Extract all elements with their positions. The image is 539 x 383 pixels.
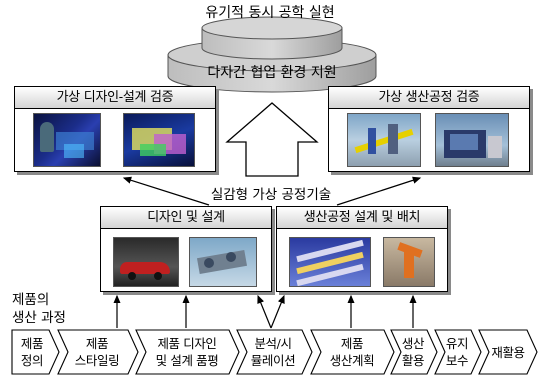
step-production-use: 생산 활용	[401, 336, 425, 368]
step-product-definition: 제품 정의	[20, 336, 44, 368]
process-label-line2: 생산 과정	[12, 310, 66, 326]
production-box-title: 생산공정 설계 및 배치	[277, 207, 447, 229]
process-step-shape	[310, 329, 395, 375]
vr-user-photo	[33, 113, 101, 167]
arrow-analysis-to-production	[270, 294, 285, 329]
production-design-box: 생산공정 설계 및 배치	[276, 206, 448, 292]
arrow-production-to-virtual	[336, 176, 422, 206]
top-title: 유기적 동시 공학 실현	[205, 5, 335, 21]
step-production-planning: 제품 생산계획	[329, 336, 375, 368]
step-styling: 제품 스타일링	[74, 336, 120, 368]
vr-model-photo	[123, 113, 195, 167]
factory-sim-photo-1	[347, 113, 421, 167]
middle-caption: 실감형 가상 공정기술	[210, 187, 332, 203]
process-step-shape	[11, 329, 60, 375]
process-step-shape	[236, 329, 313, 375]
step-recycling: 재활용	[491, 345, 525, 360]
process-step-shape	[57, 329, 139, 375]
process-chevrons	[11, 329, 538, 375]
factory-sim-photo-2	[435, 113, 509, 167]
virtual-design-box: 가상 디자인-설계 검증	[14, 86, 216, 172]
process-step-shape	[434, 329, 482, 375]
step-design-review: 제품 디자인 및 설계 품평	[155, 336, 219, 368]
car-design-photo	[113, 237, 179, 287]
virtual-design-title: 가상 디자인-설계 검증	[15, 87, 215, 109]
robot-arm-photo	[383, 237, 435, 287]
design-box-title: 디자인 및 설계	[101, 207, 271, 229]
virtual-production-box: 가상 생산공정 검증	[328, 86, 530, 172]
step-analysis-simulation: 분석/시 뮬레이션	[250, 336, 296, 368]
cad-model-photo	[189, 237, 257, 287]
process-step-shape	[390, 329, 438, 375]
cylinder-label: 다자간 협업 환경 지원	[207, 65, 337, 81]
arrow-design-to-virtual	[122, 176, 210, 206]
step-maintenance: 유지 보수	[445, 336, 469, 368]
process-step-shape	[478, 329, 538, 375]
process-label-line1: 제품의	[12, 292, 50, 308]
arrow-analysis-to-design	[257, 294, 272, 329]
virtual-production-title: 가상 생산공정 검증	[329, 87, 529, 109]
design-box: 디자인 및 설계	[100, 206, 272, 292]
factory-layout-photo	[289, 237, 371, 287]
up-arrow-icon	[225, 102, 319, 177]
process-step-shape	[135, 329, 240, 375]
cylinder	[167, 16, 377, 93]
